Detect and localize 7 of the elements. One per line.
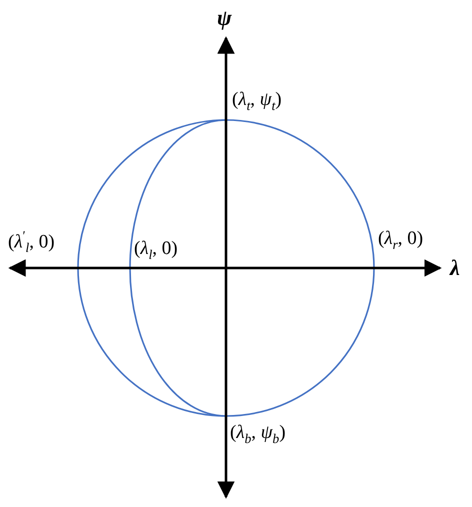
point-label: (λ$_{l}$, 0) <box>134 239 178 262</box>
point-label: (λ$_{r}$, 0) <box>378 229 424 252</box>
point-label: (λ$^{′}$$_{l}$, 0) <box>8 229 55 256</box>
axis-label: ψ <box>217 6 232 30</box>
point-label: (λ$_{t}$, ψ$_{t}$) <box>232 90 282 114</box>
axis-label: λ <box>450 256 460 280</box>
point-label: (λ$_{b}$, ψ$_{b}$) <box>230 423 286 446</box>
